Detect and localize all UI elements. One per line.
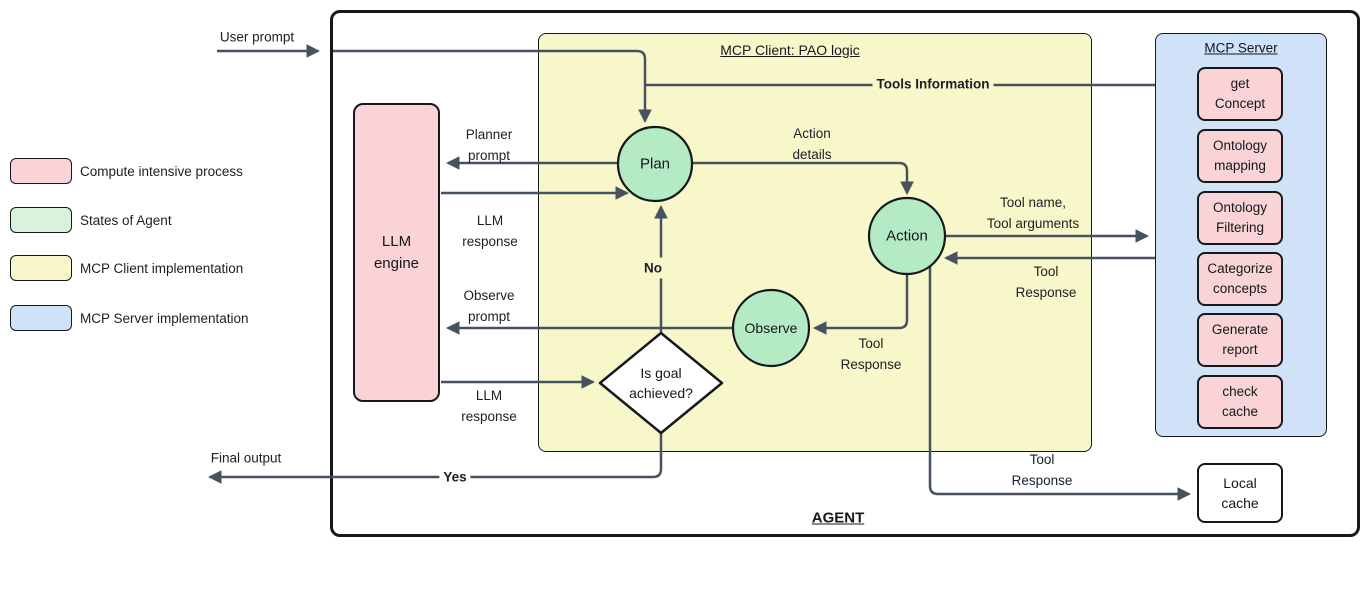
tool-label: Generate report: [1211, 322, 1269, 357]
tool-box-ontology-filtering: Ontology Filtering: [1197, 191, 1283, 245]
label-final-output: Final output: [210, 450, 282, 466]
legend-label: MCP Server implementation: [80, 310, 249, 326]
legend-label: Compute intensive process: [80, 163, 243, 179]
legend-item-states: States of Agent: [10, 207, 172, 233]
legend-swatch-blue: [10, 305, 72, 331]
legend-swatch-yellow: [10, 255, 72, 281]
llm-engine-box: LLM engine: [353, 103, 440, 402]
legend-item-server: MCP Server implementation: [10, 305, 249, 331]
tool-label: check cache: [1221, 384, 1259, 419]
label-llm-response-to-decision: LLM response: [461, 388, 517, 424]
goal-decision-label: Is goal achieved?: [629, 365, 693, 401]
label-observe-prompt: Observe prompt: [463, 288, 515, 324]
legend-item-compute: Compute intensive process: [10, 158, 243, 184]
tool-label: Ontology Filtering: [1212, 200, 1268, 235]
label-tool-response-to-observe: Tool Response: [840, 336, 902, 372]
legend-swatch-pink: [10, 158, 72, 184]
tool-label: Ontology mapping: [1212, 138, 1268, 173]
label-tool-response-to-cache: Tool Response: [1011, 452, 1073, 488]
tool-box-ontology-mapping: Ontology mapping: [1197, 129, 1283, 183]
local-cache-label: Local cache: [1221, 475, 1259, 511]
mcp-client-box: [538, 33, 1092, 452]
legend-item-client: MCP Client implementation: [10, 255, 243, 281]
tool-box-categorize-concepts: Categorize concepts: [1197, 252, 1283, 306]
label-tool-response-to-action: Tool Response: [1015, 264, 1077, 300]
label-user-prompt: User prompt: [219, 29, 295, 45]
agent-title: AGENT: [811, 509, 865, 527]
tool-box-generate-report: Generate report: [1197, 313, 1283, 367]
label-yes: Yes: [439, 466, 471, 488]
legend-label: MCP Client implementation: [80, 260, 244, 276]
tool-label: get Concept: [1214, 76, 1266, 111]
mcp-server-title: MCP Server: [1204, 40, 1278, 56]
observe-state-label: Observe: [744, 320, 798, 336]
mcp-client-title: MCP Client: PAO logic: [720, 42, 860, 58]
label-tool-name-arguments: Tool name, Tool arguments: [986, 195, 1080, 231]
label-tools-information: Tools Information: [872, 73, 994, 95]
legend-swatch-green: [10, 207, 72, 233]
legend-label: States of Agent: [80, 212, 172, 228]
llm-engine-label: LLM engine: [373, 232, 420, 272]
tool-label: Categorize concepts: [1207, 261, 1273, 296]
tool-box-check-cache: check cache: [1197, 375, 1283, 429]
label-action-details: Action details: [792, 126, 832, 162]
label-planner-prompt: Planner prompt: [465, 127, 513, 163]
label-llm-response-to-plan: LLM response: [462, 213, 518, 249]
tool-box-get-concept: get Concept: [1197, 67, 1283, 121]
action-state-label: Action: [886, 227, 928, 245]
label-no: No: [640, 257, 666, 279]
local-cache-box: Local cache: [1197, 463, 1283, 523]
plan-state-label: Plan: [639, 155, 671, 173]
